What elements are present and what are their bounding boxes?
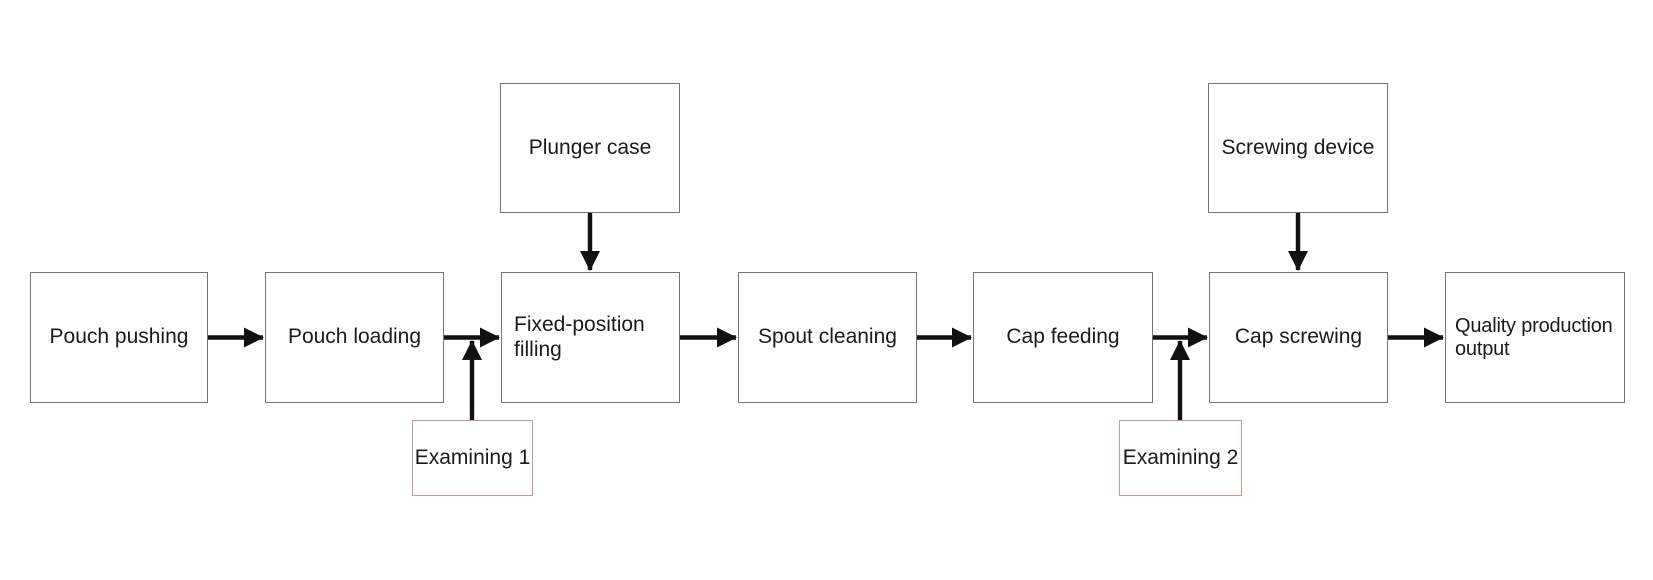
node-fixed-position-filling: Fixed-position filling	[501, 272, 680, 403]
node-pouch-loading: Pouch loading	[265, 272, 444, 403]
node-cap-screwing: Cap screwing	[1209, 272, 1388, 403]
node-plunger-case: Plunger case	[500, 83, 680, 213]
node-spout-cleaning: Spout cleaning	[738, 272, 917, 403]
node-examining-2: Examining 2	[1119, 420, 1242, 496]
node-quality-production-output: Quality production output	[1445, 272, 1625, 403]
node-examining-1: Examining 1	[412, 420, 533, 496]
node-pouch-pushing: Pouch pushing	[30, 272, 208, 403]
node-cap-feeding: Cap feeding	[973, 272, 1153, 403]
node-screwing-device: Screwing device	[1208, 83, 1388, 213]
